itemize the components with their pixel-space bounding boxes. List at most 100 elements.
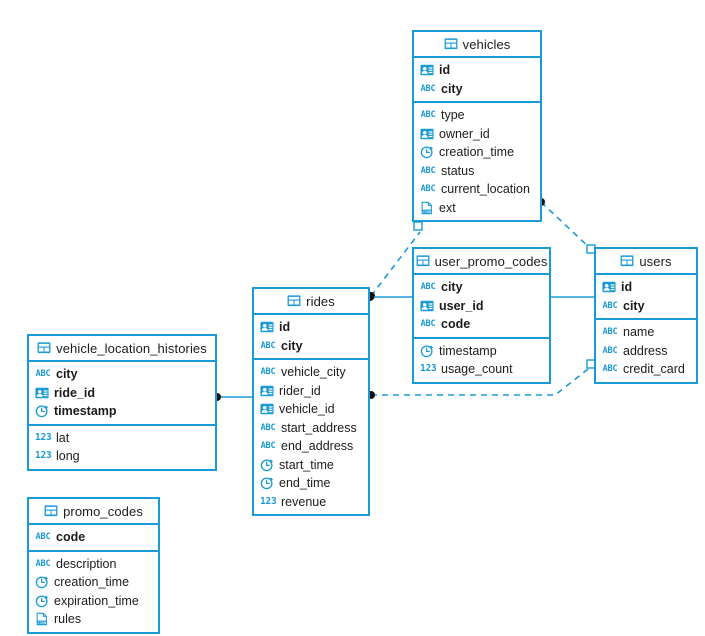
field-label: creation_time: [54, 575, 130, 590]
key-id-card-icon: [420, 128, 434, 139]
field-label: ride_id: [54, 385, 95, 400]
field-row-start_time[interactable]: start_time: [254, 456, 368, 475]
field-label: city: [441, 280, 463, 295]
field-row-ride_id[interactable]: ride_id: [29, 384, 215, 403]
relationship-vehicles-users[interactable]: [537, 198, 596, 254]
table-header-vehicle_location_histories[interactable]: vehicle_location_histories: [29, 336, 215, 362]
field-label: name: [623, 325, 655, 340]
table-header-promo_codes[interactable]: promo_codes: [29, 499, 158, 525]
table-title: user_promo_codes: [434, 253, 548, 269]
abc-string-icon: ABC: [35, 558, 51, 569]
field-row-id[interactable]: id: [254, 318, 368, 337]
key-id-card-icon: [260, 404, 274, 415]
field-row-timestamp[interactable]: timestamp: [414, 342, 549, 361]
field-row-expiration_time[interactable]: expiration_time: [29, 592, 158, 611]
field-row-end_time[interactable]: end_time: [254, 474, 368, 493]
field-label: rules: [54, 612, 82, 627]
table-grid-icon: [287, 295, 301, 307]
abc-string-icon: ABC: [35, 369, 51, 380]
field-row-creation_time[interactable]: creation_time: [414, 143, 540, 162]
field-row-owner_id[interactable]: owner_id: [414, 125, 540, 144]
table-header-users[interactable]: users: [596, 249, 696, 275]
field-label: end_address: [281, 439, 354, 454]
field-label: start_address: [281, 420, 357, 435]
field-label: city: [281, 338, 303, 353]
field-row-current_location[interactable]: ABC current_location: [414, 180, 540, 199]
table-header-rides[interactable]: rides: [254, 289, 368, 315]
relationship-one-endpoint: [413, 221, 423, 231]
field-label: city: [441, 81, 463, 96]
field-label: owner_id: [439, 126, 490, 141]
field-label: vehicle_id: [279, 402, 335, 417]
clock-icon: [35, 595, 48, 608]
abc-string-icon: ABC: [602, 364, 618, 375]
field-label: current_location: [441, 182, 530, 197]
key-id-card-icon: [35, 387, 49, 398]
field-row-id[interactable]: id: [414, 61, 540, 80]
clock-icon: [420, 146, 433, 159]
field-label: start_time: [279, 457, 334, 472]
table-title: promo_codes: [63, 503, 143, 519]
123-number-icon: 123: [35, 431, 52, 443]
table-title: rides: [306, 293, 335, 309]
field-row-vehicle_id[interactable]: vehicle_id: [254, 400, 368, 419]
table-header-user_promo_codes[interactable]: user_promo_codes: [414, 249, 549, 275]
svg-text:JSON: JSON: [422, 210, 431, 214]
abc-string-icon: ABC: [420, 184, 436, 195]
field-row-end_address[interactable]: ABC end_address: [254, 437, 368, 456]
field-row-creation_time[interactable]: creation_time: [29, 573, 158, 592]
field-row-id[interactable]: id: [596, 278, 696, 297]
clock-icon: [420, 345, 433, 358]
clock-icon: [35, 405, 48, 418]
key-id-card-icon: [602, 282, 616, 293]
key-id-card-icon: [420, 300, 434, 311]
key-id-card-icon: [260, 385, 274, 396]
field-label: type: [441, 108, 465, 123]
field-label: timestamp: [439, 343, 497, 358]
field-row-timestamp[interactable]: timestamp: [29, 402, 215, 421]
field-row-rider_id[interactable]: rider_id: [254, 382, 368, 401]
abc-string-icon: ABC: [260, 422, 276, 433]
field-row-start_address[interactable]: ABC start_address: [254, 419, 368, 438]
field-row-ext[interactable]: JSON ext: [414, 199, 540, 218]
table-header-vehicles[interactable]: vehicles: [414, 32, 540, 58]
field-label: ext: [439, 200, 456, 215]
field-label: address: [623, 343, 668, 358]
relationship-vehicle_location_histories-rides[interactable]: [213, 393, 252, 401]
field-row-user_id[interactable]: user_id: [414, 297, 549, 316]
abc-string-icon: ABC: [260, 441, 276, 452]
abc-string-icon: ABC: [35, 532, 51, 543]
key-id-card-icon: [420, 65, 434, 76]
